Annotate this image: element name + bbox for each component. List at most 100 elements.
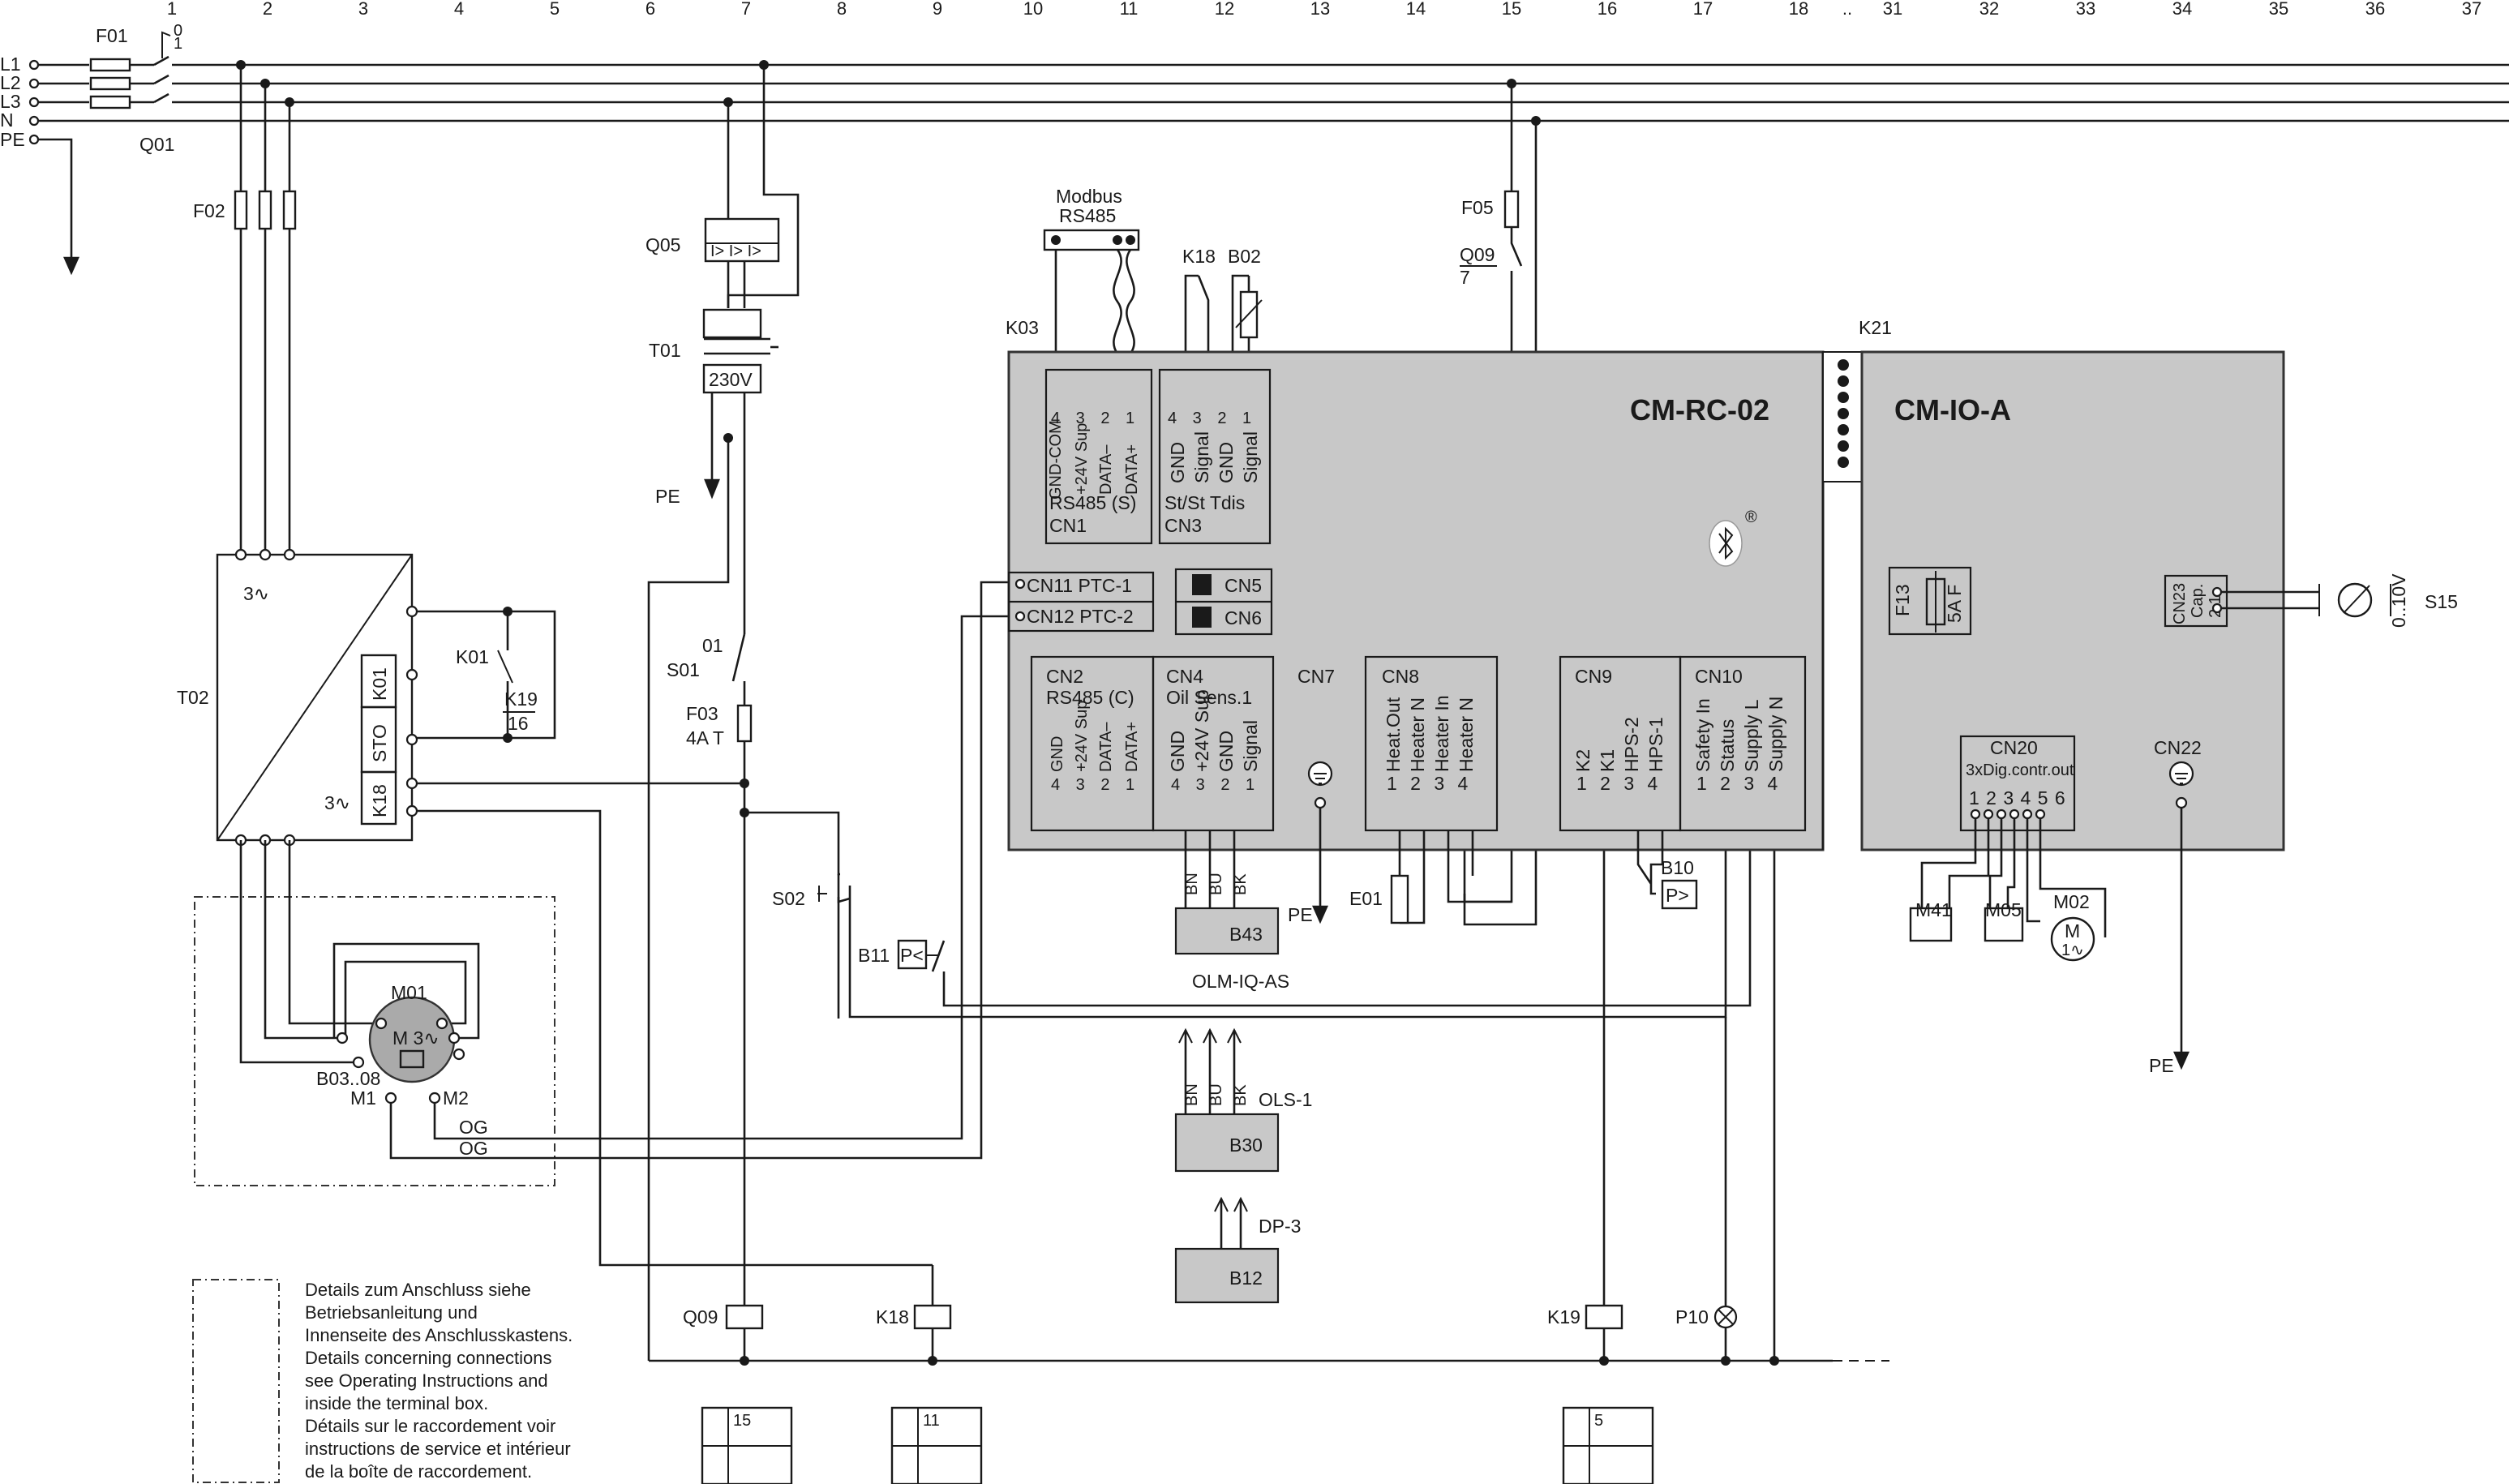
cn4-pin1: Signal	[1240, 720, 1261, 772]
cn7-label: CN7	[1297, 666, 1335, 687]
column-number: 14	[1406, 0, 1426, 19]
column-number: ..	[1842, 0, 1852, 19]
cn8-label: CN8	[1382, 666, 1419, 687]
note-line: see Operating Instructions and	[305, 1370, 548, 1391]
bus-label-pe: PE	[0, 129, 25, 150]
cn20-sub: 3xDig.contr.out	[1966, 761, 2074, 779]
column-number: 34	[2172, 0, 2192, 19]
cn10-pin4: Supply N	[1765, 697, 1786, 772]
cn1-label: CN1	[1049, 515, 1087, 536]
olm-label: OLM-IQ-AS	[1192, 971, 1289, 992]
cn3-pin1: Signal	[1240, 431, 1261, 483]
m1-label: M1	[350, 1087, 376, 1109]
k03-label: K03	[1006, 317, 1039, 338]
cn8-pin2: Heater N	[1407, 697, 1428, 772]
pe-t01-label: PE	[655, 486, 680, 507]
b10-symbol: P>	[1666, 885, 1689, 906]
s02-label: S02	[772, 888, 805, 909]
cn9-pin2: K1	[1597, 749, 1618, 772]
b11-label: B11	[858, 945, 890, 966]
cn22-label: CN22	[2154, 737, 2202, 758]
cn20-label: CN20	[1990, 737, 2038, 758]
k19-label: K19	[1547, 1306, 1580, 1327]
t02-sto-terminal: STO	[369, 724, 390, 762]
column-number: 31	[1883, 0, 1902, 19]
s15-range: 0..10V	[2388, 573, 2409, 628]
bus-label-l2: L2	[0, 72, 21, 93]
note-line: inside the terminal box.	[305, 1393, 488, 1413]
t02-label: T02	[177, 687, 209, 708]
column-number: 2	[263, 0, 272, 19]
cn10-pin3: Supply L	[1741, 699, 1762, 772]
cn3-pin4: GND	[1167, 442, 1188, 483]
ref-k18: 11	[923, 1412, 940, 1430]
bus-label-l3: L3	[0, 91, 21, 112]
cn10-pins: 1 2 3 4	[1696, 773, 1778, 794]
q09-top-label: Q09	[1460, 244, 1495, 265]
column-number: 36	[2365, 0, 2385, 19]
bluetooth-registered: ®	[1745, 508, 1757, 526]
k19-contact-ref: 16	[508, 713, 529, 734]
cn9-pin3: HPS-2	[1621, 717, 1642, 772]
cn2-pin2: DATA–	[1097, 722, 1115, 772]
f13-rating: 5A F	[1944, 585, 1965, 623]
column-number: 8	[837, 0, 847, 19]
column-number: 6	[645, 0, 655, 19]
cn11-label: CN11 PTC-1	[1027, 575, 1132, 596]
cn20-pins: 1 2 3 4 5 6	[1969, 787, 2065, 808]
oil-sensors: BN BU BK B43 OLM-IQ-AS BN BU BK OLS-1 B3…	[1174, 830, 1698, 1304]
note-line: instructions de service et intérieur	[305, 1439, 571, 1459]
cn8-pin3: Heater In	[1431, 695, 1452, 772]
b30-wire-bn: BN	[1183, 1083, 1201, 1106]
f05-label: F05	[1461, 197, 1494, 218]
note-line: Details zum Anschluss siehe	[305, 1280, 531, 1300]
ols-label: OLS-1	[1259, 1089, 1312, 1110]
cn10-label: CN10	[1695, 666, 1743, 687]
cn3-pin3: Signal	[1191, 431, 1212, 483]
s02-b11: S02 P< B11	[772, 813, 1752, 1007]
f01-label: F01	[96, 25, 128, 46]
column-numbers: 1 2 3 4 5 6 7 8 9 10 11 12 13 14 15 16 1…	[167, 0, 2481, 19]
bus-label-l1: L1	[0, 54, 21, 75]
note-line: Details concerning connections	[305, 1348, 552, 1368]
cn23-cap: Cap.	[2189, 584, 2207, 618]
b02-label: B02	[1228, 246, 1261, 267]
cn2-pin1: DATA+	[1123, 722, 1141, 772]
cn2-pin3: +24V Sup	[1073, 701, 1091, 772]
note-line: Détails sur le raccordement voir	[305, 1416, 555, 1436]
m01-motor: M01 M 3∿ B03..08 M1 M2 OG OG	[194, 581, 1012, 1186]
footnote: Details zum Anschluss siehe Betriebsanle…	[192, 1279, 573, 1483]
column-number: 11	[1120, 0, 1139, 19]
q09-top-ref: 7	[1460, 267, 1470, 288]
cn3-sub: St/St Tdis	[1164, 492, 1245, 513]
column-number: 16	[1598, 0, 1617, 19]
cm-rc-02-module: CM-RC-02 4 3 2 1 GND-COM +24V Sup DATA– …	[1007, 350, 1825, 925]
f13-label: F13	[1892, 584, 1913, 616]
cn4-pin4: GND	[1167, 731, 1188, 772]
column-number: 9	[933, 0, 942, 19]
b12-label: B12	[1229, 1267, 1263, 1289]
cn9-label: CN9	[1575, 666, 1612, 687]
t02-drive: F02 3∿ 3∿ T02 K01 STO K18 K01 K19 16	[177, 60, 933, 1267]
output-coils: Q09 K18 K19 P10 15 11 5	[649, 813, 1889, 1484]
p10-label: P10	[1675, 1306, 1709, 1327]
svg-text:1: 1	[174, 35, 182, 53]
cn2-pins: 4 3 2 1	[1051, 776, 1134, 794]
q09-label: Q09	[683, 1306, 718, 1327]
b03-label: B03..08	[316, 1068, 380, 1089]
f03-rating: 4A T	[686, 727, 724, 748]
e01-label: E01	[1349, 888, 1383, 909]
b43-wire-bn: BN	[1183, 873, 1201, 895]
s01-label: S01	[667, 659, 700, 680]
s15-label: S15	[2425, 591, 2458, 612]
t02-phase-in: 3∿	[243, 583, 269, 604]
f02-label: F02	[193, 200, 225, 221]
b43-label: B43	[1229, 924, 1263, 945]
cn2-title: RS485 (C)	[1046, 687, 1134, 708]
column-number: 5	[550, 0, 560, 19]
column-number: 13	[1310, 0, 1330, 19]
k21-label: K21	[1859, 317, 1892, 338]
f03-label: F03	[686, 703, 718, 724]
cn23-label: CN23	[2171, 583, 2189, 624]
